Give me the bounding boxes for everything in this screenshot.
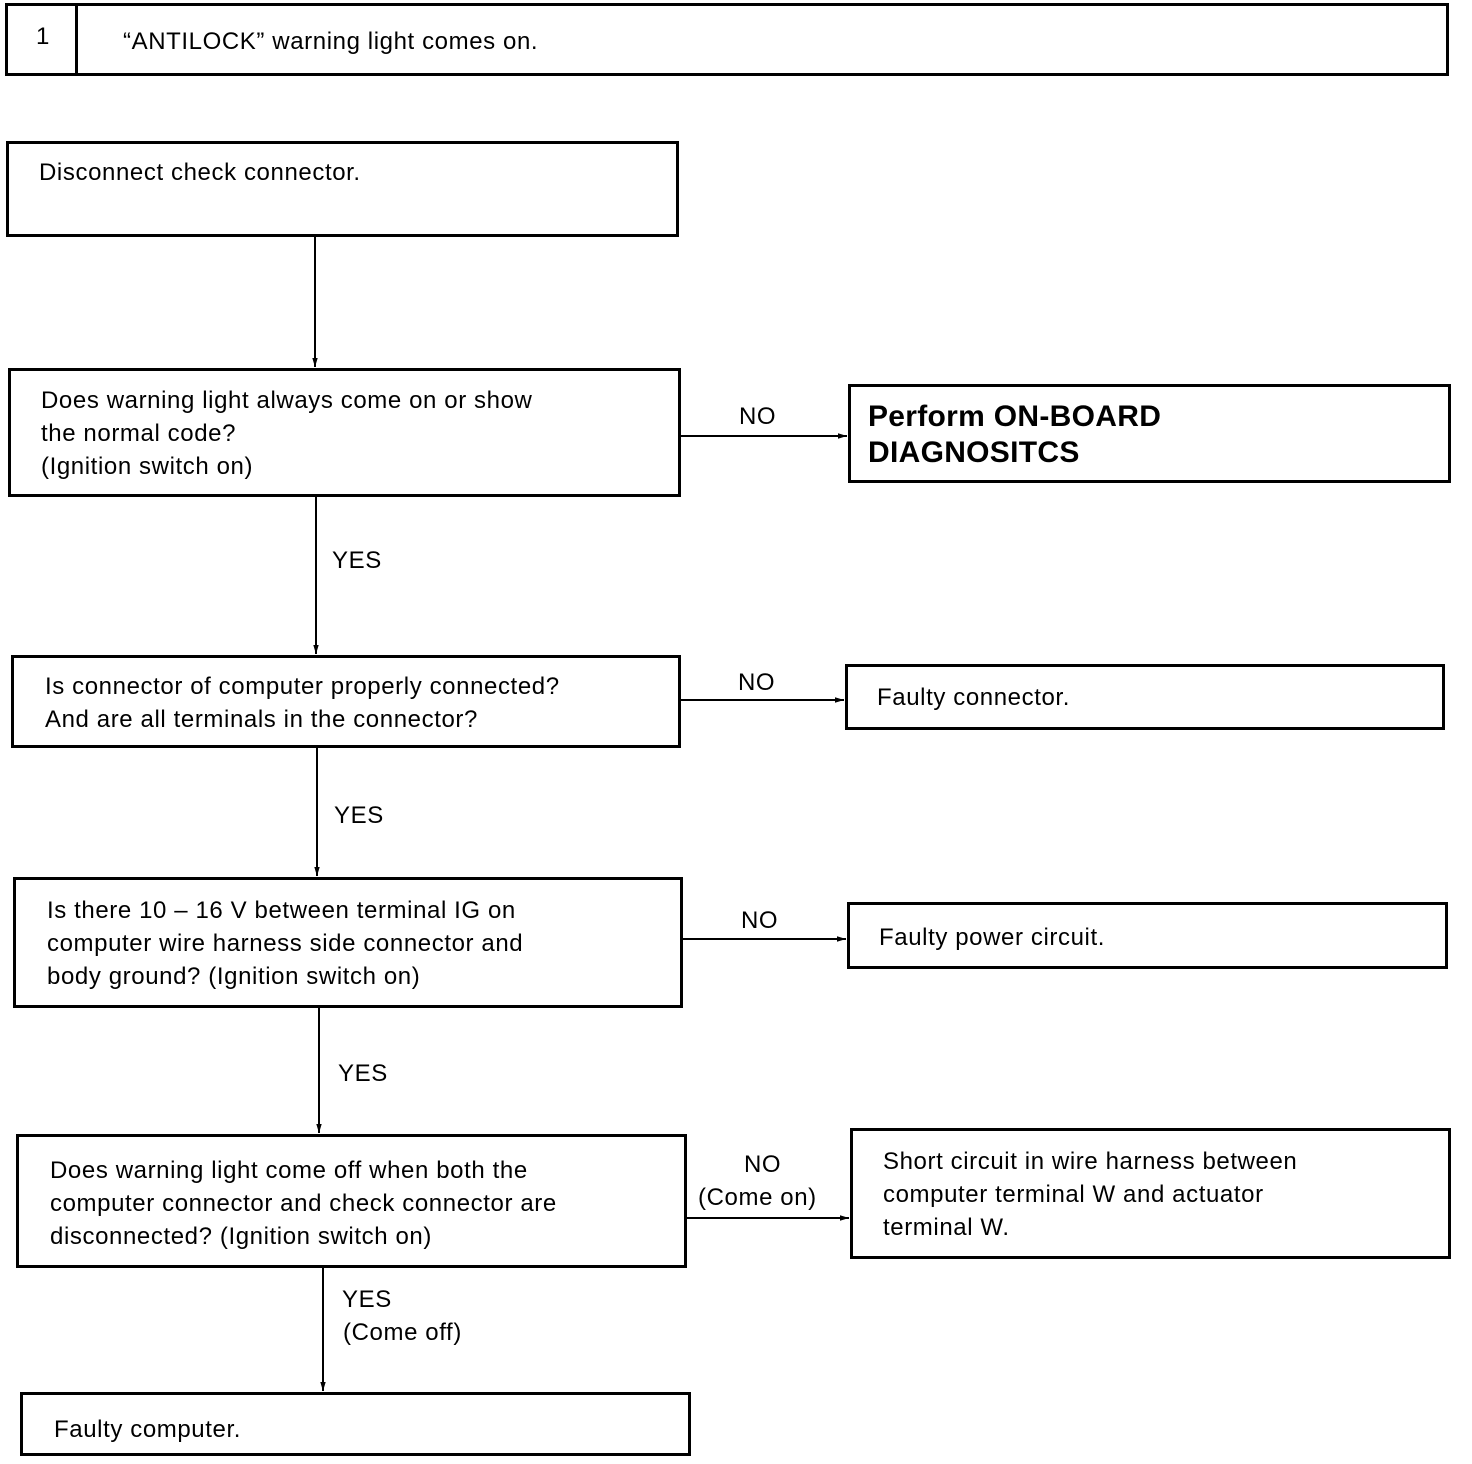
question-1-box: Does warning light always come on or sho… [8,368,681,497]
question-1-line-1: Does warning light always come on or sho… [41,387,533,414]
label-yes-1: YES [332,547,382,574]
result-4-line-1: Short circuit in wire harness between [883,1148,1298,1175]
step-number: 1 [36,23,50,50]
label-no-2: NO [738,669,776,696]
final-step-text: Faulty computer. [54,1416,242,1443]
question-4-box: Does warning light come off when both th… [16,1134,687,1268]
label-no-4: NO [744,1151,782,1178]
result-4-box: Short circuit in wire harness between co… [850,1128,1451,1259]
question-4-line-2: computer connector and check connector a… [50,1190,557,1217]
question-2-line-2: And are all terminals in the connector? [45,706,478,733]
label-come-on: (Come on) [698,1184,817,1211]
result-1-line-2: DIAGNOSITCS [868,436,1080,469]
label-no-1: NO [739,403,777,430]
result-3-text: Faulty power circuit. [879,924,1105,951]
question-3-line-3: body ground? (Ignition switch on) [47,963,421,990]
label-yes-2: YES [334,802,384,829]
result-4-line-2: computer terminal W and actuator [883,1181,1264,1208]
result-3-box: Faulty power circuit. [847,902,1448,969]
label-yes-4: YES [342,1286,392,1313]
step-number-cell: 1 [8,6,78,73]
label-no-3: NO [741,907,779,934]
result-4-line-3: terminal W. [883,1214,1010,1241]
result-1-line-1: Perform ON-BOARD [868,400,1162,433]
final-step-box: Faulty computer. [20,1392,691,1456]
question-3-box: Is there 10 – 16 V between terminal IG o… [13,877,683,1008]
question-2-box: Is connector of computer properly connec… [11,655,681,748]
result-1-box: Perform ON-BOARD DIAGNOSITCS [848,384,1451,483]
step-disconnect-text: Disconnect check connector. [39,159,361,186]
header-title: “ANTILOCK” warning light comes on. [123,28,539,55]
result-2-text: Faulty connector. [877,684,1070,711]
question-4-line-1: Does warning light come off when both th… [50,1157,528,1184]
question-3-line-1: Is there 10 – 16 V between terminal IG o… [47,897,516,924]
header-box: 1 “ANTILOCK” warning light comes on. [5,3,1449,76]
question-1-line-3: (Ignition switch on) [41,453,254,480]
step-disconnect-box: Disconnect check connector. [6,141,679,237]
result-2-box: Faulty connector. [845,664,1445,730]
question-1-line-2: the normal code? [41,420,237,447]
question-2-line-1: Is connector of computer properly connec… [45,673,560,700]
label-come-off: (Come off) [343,1319,462,1346]
label-yes-3: YES [338,1060,388,1087]
question-3-line-2: computer wire harness side connector and [47,930,524,957]
question-4-line-3: disconnected? (Ignition switch on) [50,1223,432,1250]
